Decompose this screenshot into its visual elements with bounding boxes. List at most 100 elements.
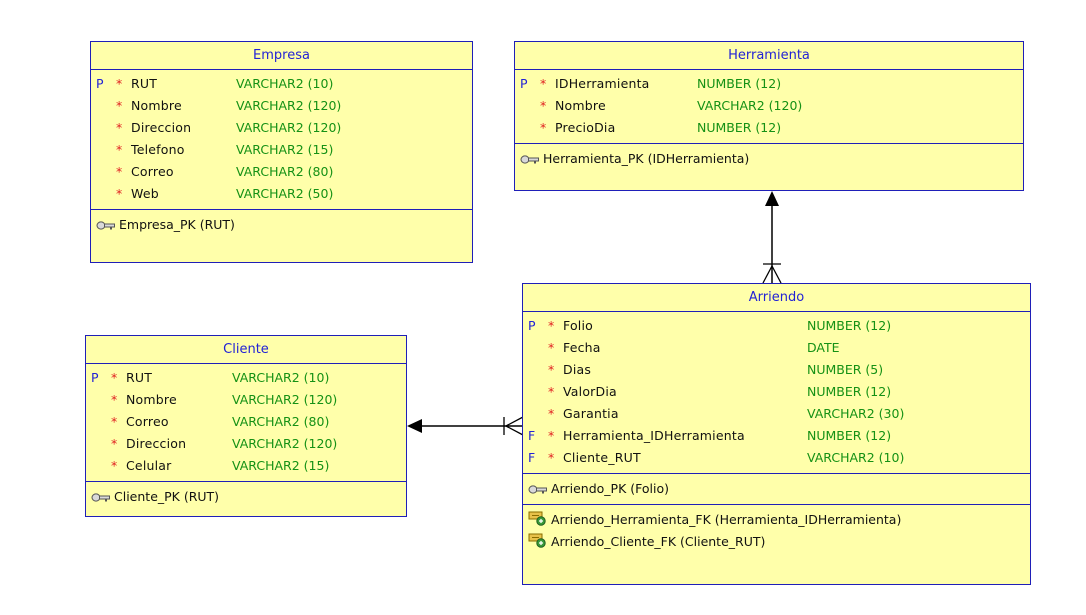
column-type: DATE [807,340,840,355]
key-icon [91,491,111,506]
pk-constraint[interactable]: Cliente_PK (RUT) [86,485,406,507]
foreign-key-icon [528,511,550,529]
column-name: Cliente_RUT [563,450,641,465]
column-name: IDHerramienta [555,76,650,91]
required-marker: * [116,164,123,179]
pk-constraint[interactable]: Herramienta_PK (IDHerramienta) [515,147,1023,169]
required-marker: * [116,120,123,135]
arrow-head-icon [407,419,422,433]
pk-label: Empresa_PK (RUT) [119,217,235,232]
column-name: RUT [131,76,158,91]
column-row[interactable]: * PrecioDia NUMBER (12) [515,116,1023,138]
fk-list: Arriendo_Herramienta_FK (Herramienta_IDH… [523,505,1030,552]
required-marker: * [111,392,118,407]
pk-label: Herramienta_PK (IDHerramienta) [543,151,750,166]
column-row[interactable]: * Fecha DATE [523,336,1030,358]
column-name: Direccion [131,120,192,135]
required-marker: * [548,450,555,465]
column-type: VARCHAR2 (10) [236,76,334,91]
fk-constraint[interactable]: Arriendo_Herramienta_FK (Herramienta_IDH… [523,508,1030,530]
column-name: Nombre [131,98,182,113]
column-name: Correo [131,164,174,179]
pk-list: Herramienta_PK (IDHerramienta) [515,144,1023,169]
key-icon [96,219,116,234]
required-marker: * [540,120,547,135]
column-type: NUMBER (12) [697,76,782,91]
column-name: PrecioDia [555,120,616,135]
column-name: Dias [563,362,592,377]
column-type: VARCHAR2 (15) [232,458,330,473]
fk-constraint[interactable]: Arriendo_Cliente_FK (Cliente_RUT) [523,530,1030,552]
column-type: NUMBER (12) [807,428,892,443]
entity-title: Cliente [86,336,406,364]
pk-constraint[interactable]: Empresa_PK (RUT) [91,213,472,235]
required-marker: * [548,318,555,333]
column-type: NUMBER (12) [697,120,782,135]
column-type: VARCHAR2 (10) [807,450,905,465]
column-name: Telefono [131,142,185,157]
key-icon [520,153,540,168]
column-type: VARCHAR2 (80) [236,164,334,179]
relationship-arriendo-herramienta [762,191,782,284]
relationship-arriendo-cliente [407,416,524,436]
column-flag: P [91,370,99,385]
column-type: VARCHAR2 (10) [232,370,330,385]
column-type: VARCHAR2 (80) [232,414,330,429]
required-marker: * [111,458,118,473]
column-name: Garantia [563,406,619,421]
pk-label: Arriendo_PK (Folio) [551,481,669,496]
column-flag: F [528,428,536,443]
required-marker: * [116,186,123,201]
required-marker: * [548,428,555,443]
pk-list: Cliente_PK (RUT) [86,482,406,507]
fk-label: Arriendo_Herramienta_FK (Herramienta_IDH… [551,512,902,527]
column-type: VARCHAR2 (30) [807,406,905,421]
required-marker: * [548,340,555,355]
column-row[interactable]: * Correo VARCHAR2 (80) [91,160,472,182]
column-name: Nombre [555,98,606,113]
column-name: Direccion [126,436,187,451]
key-icon [528,483,548,498]
column-type: VARCHAR2 (120) [697,98,803,113]
column-type: VARCHAR2 (120) [232,436,338,451]
entity-title: Arriendo [523,284,1030,312]
column-name: RUT [126,370,153,385]
column-type: VARCHAR2 (50) [236,186,334,201]
column-name: Folio [563,318,593,333]
arrow-head-icon [765,191,779,206]
pk-constraint[interactable]: Arriendo_PK (Folio) [523,477,1030,499]
column-type: VARCHAR2 (120) [232,392,338,407]
column-row[interactable]: P * RUT VARCHAR2 (10) [86,366,406,388]
column-type: NUMBER (12) [807,384,892,399]
column-flag: P [96,76,104,91]
required-marker: * [111,370,118,385]
column-name: Fecha [563,340,601,355]
entity-title: Empresa [91,42,472,70]
